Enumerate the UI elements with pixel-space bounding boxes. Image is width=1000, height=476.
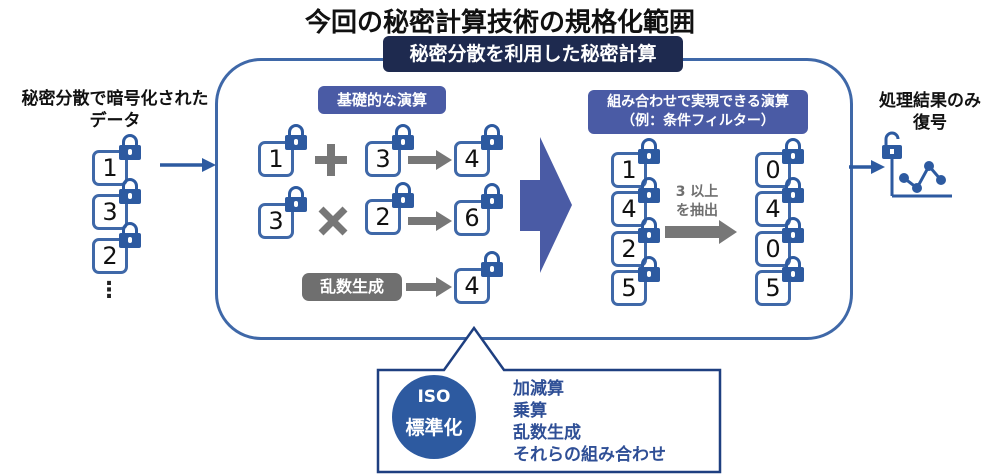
lock-icon — [285, 124, 307, 150]
lock-icon — [638, 217, 660, 243]
combination-operations-label-line2: （例：条件フィルター） — [621, 113, 775, 129]
lock-icon — [782, 177, 804, 203]
filter-condition-line1: 3 以上 — [675, 184, 719, 200]
combination-operations-label: 組み合わせで実現できる演算 （例：条件フィルター） — [588, 90, 808, 134]
lock-icon — [638, 256, 660, 282]
gray-arrow-icon — [408, 211, 452, 231]
lock-icon — [481, 124, 503, 150]
lock-icon — [119, 178, 141, 204]
iso-scope-item: それらの組み合わせ — [513, 445, 666, 465]
lock-icon — [392, 124, 414, 150]
big-arrow-icon — [520, 137, 572, 273]
lock-icon — [119, 222, 141, 248]
lock-icon — [782, 217, 804, 243]
decrypt-result-caption: 処理結果のみ 復号 — [860, 90, 1000, 134]
lock-icon — [392, 182, 414, 208]
lock-icon — [285, 186, 307, 212]
iso-scope-item: 乗算 — [513, 401, 547, 421]
lock-icon — [119, 134, 141, 160]
iso-badge-line1: ISO — [417, 387, 451, 407]
output-arrow-icon — [849, 160, 885, 174]
ellipsis-icon: ⋮ — [98, 278, 120, 303]
input-arrow-icon — [160, 158, 216, 172]
plus-icon — [315, 144, 347, 176]
encrypted-data-caption-line1: 秘密分散で暗号化された — [21, 89, 209, 109]
gray-arrow-icon — [406, 277, 452, 297]
encrypted-cell: 3 — [258, 203, 294, 239]
combination-operations-label-line1: 組み合わせで実現できる演算 — [607, 94, 789, 110]
basic-operations-label: 基礎的な演算 — [318, 86, 446, 114]
iso-standardization-badge: ISO 標準化 — [392, 375, 476, 459]
iso-badge-line2: 標準化 — [405, 417, 463, 439]
encrypted-cell: 1 — [92, 150, 128, 186]
decrypt-result-caption-line2: 復号 — [913, 113, 947, 133]
encrypted-data-caption: 秘密分散で暗号化された データ — [0, 88, 230, 132]
secret-computation-label: 秘密分散を利用した秘密計算 — [383, 36, 683, 72]
diagram-title: 今回の秘密計算技術の規格化範囲 — [304, 8, 695, 38]
encrypted-data-caption-line2: データ — [89, 111, 141, 131]
filter-condition-line2: を抽出 — [676, 203, 718, 219]
gray-arrow-icon — [408, 150, 452, 170]
decrypted-chart-icon — [882, 131, 952, 198]
lock-icon — [782, 138, 804, 164]
multiply-icon — [318, 206, 348, 236]
lock-icon — [481, 183, 503, 209]
lock-icon — [638, 138, 660, 164]
random-generation-label: 乱数生成 — [302, 273, 402, 301]
lock-icon — [782, 256, 804, 282]
lock-icon — [638, 177, 660, 203]
decrypt-result-caption-line1: 処理結果のみ — [879, 91, 981, 111]
lock-icon — [481, 251, 503, 277]
iso-scope-item: 乱数生成 — [513, 423, 581, 443]
gray-arrow-icon — [665, 220, 737, 244]
iso-scope-item: 加減算 — [513, 379, 564, 399]
filter-condition-text: 3 以上 を抽出 — [662, 183, 732, 221]
iso-scope-list: 加減算 乗算 乱数生成 それらの組み合わせ — [513, 378, 666, 466]
